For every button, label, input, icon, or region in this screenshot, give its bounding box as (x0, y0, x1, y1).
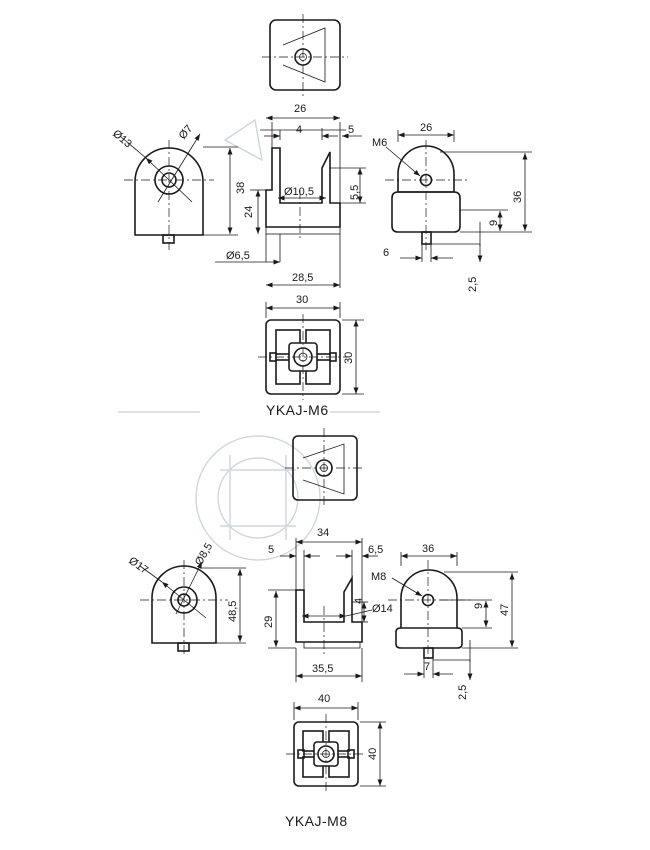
m6-dim-h2-5: 2,5 (467, 277, 479, 292)
m6-dim-w6: 6 (383, 247, 389, 259)
m8-dim-h47: 47 (499, 604, 511, 616)
m8-dim-h2-5: 2,5 (457, 685, 469, 700)
watermark (118, 118, 380, 561)
m6-dim-m6: M6 (372, 137, 387, 149)
m8-dim-w6-5: 6,5 (368, 544, 383, 556)
m6-dim-w26: 26 (294, 103, 306, 115)
m8-dim-w34: 34 (317, 527, 329, 539)
m6-right-view: M6 26 36 9 6 2,5 (372, 122, 532, 292)
m8-dim-w4: 4 (353, 598, 365, 604)
m8-dim-d14: Ø14 (372, 603, 393, 615)
m8-dim-m8: M8 (371, 571, 386, 583)
part-ykaj-m6: Ø13 Ø7 38 (110, 14, 532, 418)
m8-dim-w36: 36 (422, 543, 434, 555)
m6-dim-d7: Ø7 (177, 123, 196, 142)
m8-dim-d17: Ø17 (126, 555, 150, 577)
m6-top-view (262, 14, 348, 96)
m6-dim-d6-5: Ø6,5 (226, 250, 250, 262)
m6-dim-w26b: 26 (420, 122, 432, 134)
m6-dim-w28-5: 28,5 (292, 272, 313, 284)
m6-dim-h24: 24 (243, 206, 255, 218)
m6-dim-h30: 30 (343, 352, 355, 364)
m6-dim-h5-5: 5,5 (349, 185, 361, 200)
part-label-ykaj-m8: YKAJ-M8 (285, 813, 348, 829)
m8-top-view (285, 428, 365, 508)
m8-dim-h29: 29 (263, 616, 275, 628)
m6-dim-h38: 38 (235, 182, 247, 194)
m6-dim-d13: Ø13 (110, 128, 134, 151)
m8-bottom-view: 40 40 (286, 693, 386, 794)
m6-side-view: 26 4 5 Ø10,5 5,5 24 Ø6,5 28,5 (215, 103, 366, 288)
m8-dim-d8-5: Ø8,5 (193, 541, 215, 568)
m8-dim-h9: 9 (473, 603, 485, 609)
m8-front-view: Ø17 Ø8,5 48,5 (126, 541, 246, 656)
m6-bottom-view: 30 30 (258, 294, 364, 400)
m8-dim-h48-5: 48,5 (227, 601, 239, 622)
m6-dim-h36: 36 (512, 191, 524, 203)
m6-front-view: Ø13 Ø7 38 (110, 123, 247, 250)
m8-dim-w5: 5 (268, 544, 274, 556)
m8-dim-h40: 40 (367, 748, 379, 760)
m8-dim-w40: 40 (318, 693, 330, 705)
m6-dim-d10-5: Ø10,5 (284, 186, 314, 198)
m8-right-view: M8 36 47 9 7 2,5 (371, 543, 518, 700)
m6-dim-h9: 9 (488, 220, 500, 226)
part-ykaj-m8: Ø17 Ø8,5 48,5 (126, 428, 518, 829)
m8-dim-w35-5: 35,5 (312, 663, 333, 675)
m6-dim-w30: 30 (296, 294, 308, 306)
part-label-ykaj-m6: YKAJ-M6 (266, 402, 329, 418)
m8-side-view: 34 5 6,5 4 Ø14 29 35,5 (263, 527, 393, 682)
m6-dim-w5: 5 (348, 124, 354, 136)
m8-dim-w7: 7 (424, 661, 430, 673)
m6-dim-w4: 4 (296, 124, 302, 136)
